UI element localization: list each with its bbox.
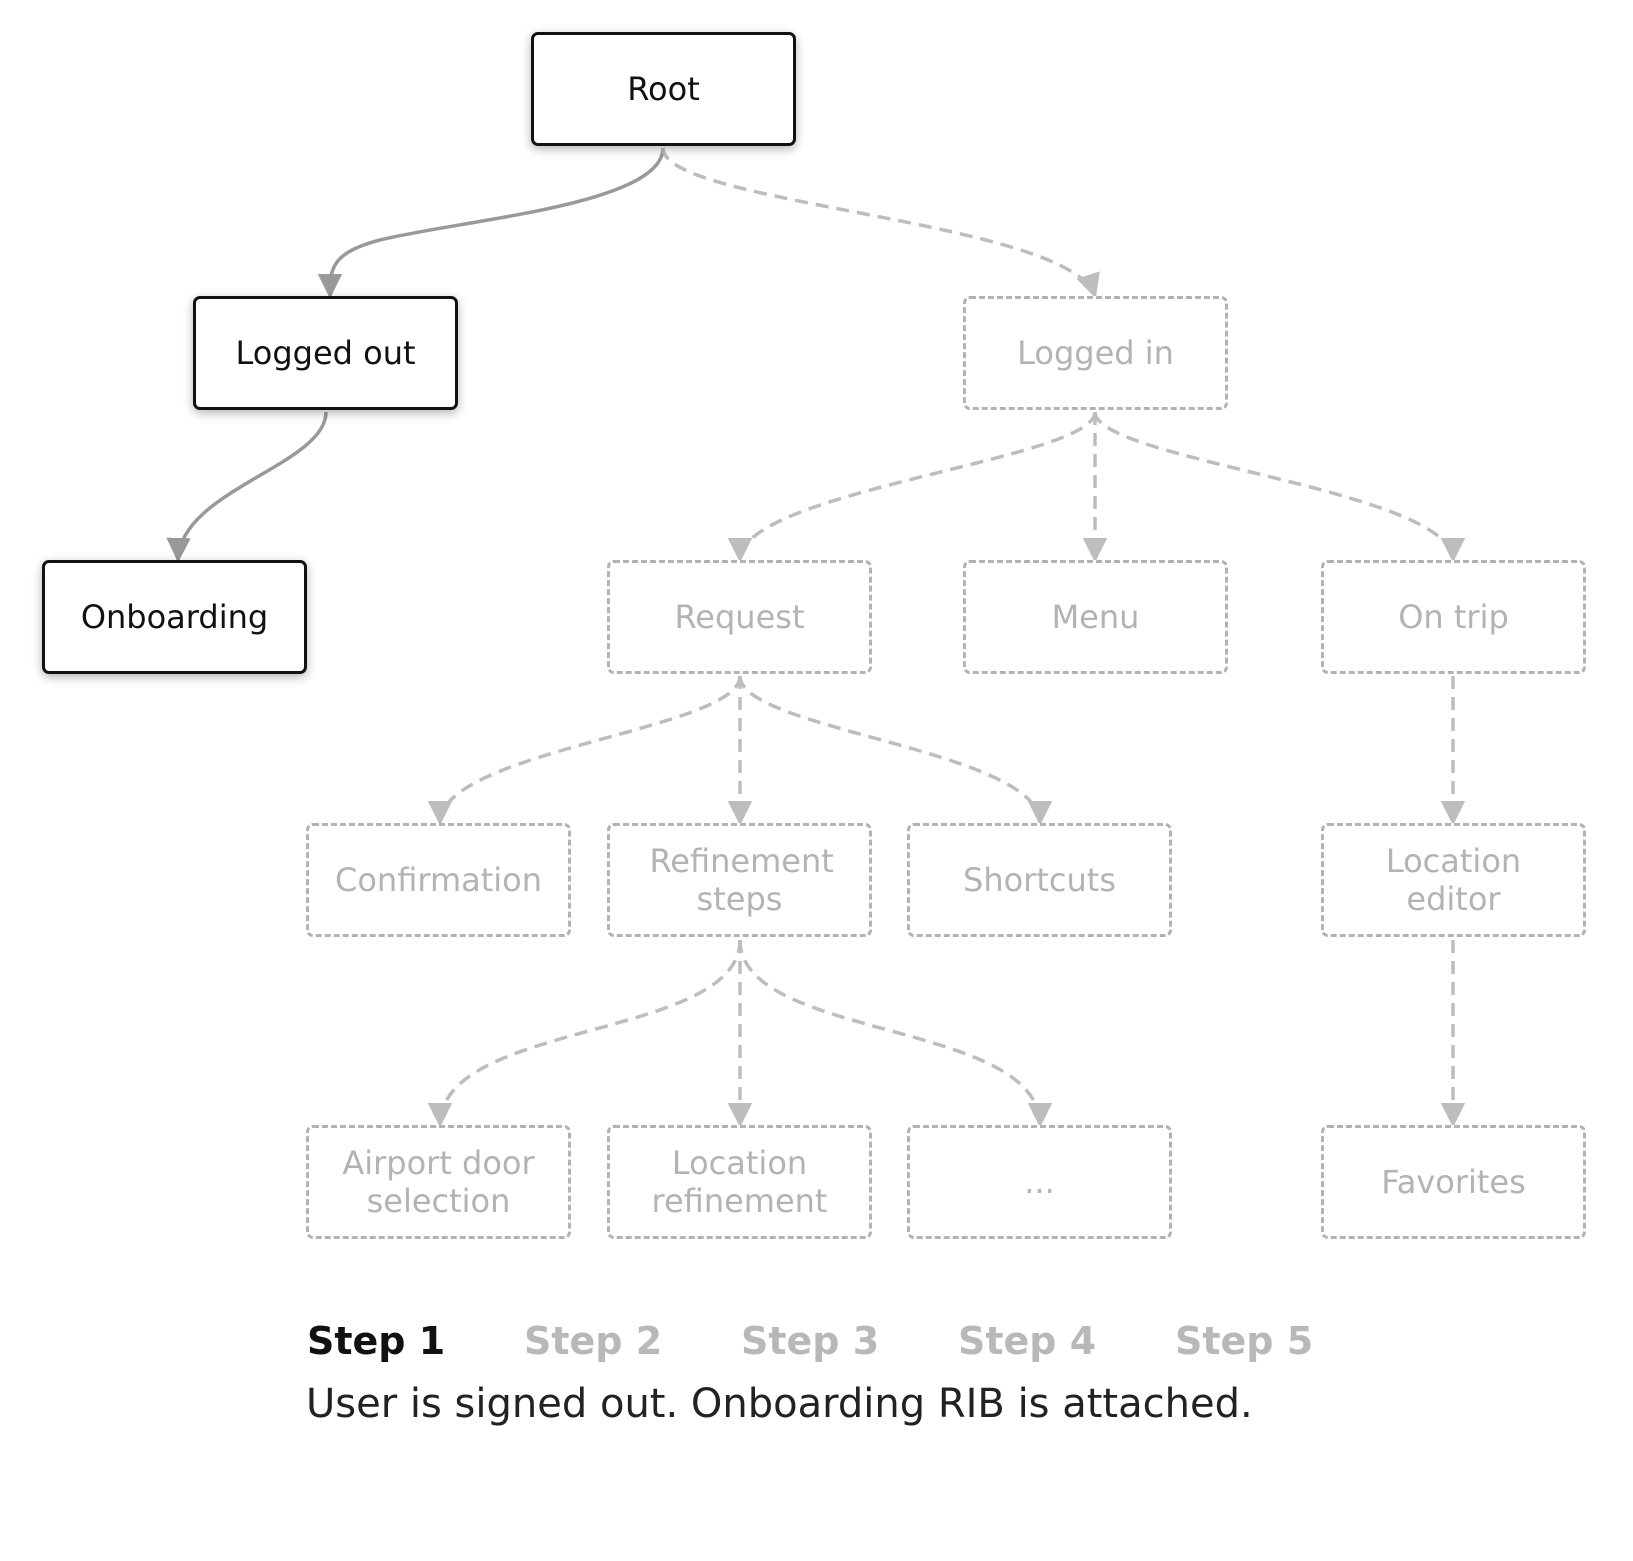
node-onboarding[interactable]: Onboarding — [42, 560, 307, 674]
edge-logged-in-request — [727, 411, 1097, 563]
edge-refinement-more — [738, 939, 1053, 1128]
step-4[interactable]: Step 4 — [958, 1319, 1097, 1363]
edge-logged-out-onboarding — [166, 411, 328, 563]
node-more-label: ... — [1024, 1163, 1055, 1201]
node-menu[interactable]: Menu — [963, 560, 1228, 674]
node-location-editor[interactable]: Location editor — [1321, 823, 1586, 937]
node-favorites[interactable]: Favorites — [1321, 1125, 1586, 1239]
node-confirmation[interactable]: Confirmation — [306, 823, 571, 937]
node-root[interactable]: Root — [531, 32, 796, 146]
node-airport-door-selection-label: Airport door selection — [342, 1144, 535, 1220]
node-refinement-steps-label: Refinement steps — [649, 842, 834, 918]
node-location-refinement[interactable]: Location refinement — [607, 1125, 872, 1239]
node-airport-door-selection[interactable]: Airport door selection — [306, 1125, 571, 1239]
node-onboarding-label: Onboarding — [80, 598, 269, 636]
node-location-refinement-label: Location refinement — [651, 1144, 828, 1220]
node-menu-label: Menu — [1051, 598, 1140, 636]
node-refinement-steps[interactable]: Refinement steps — [607, 823, 872, 937]
node-logged-in[interactable]: Logged in — [963, 296, 1228, 410]
edge-root-logged-out — [317, 147, 665, 299]
edge-refinement-airport — [427, 939, 742, 1128]
node-shortcuts[interactable]: Shortcuts — [907, 823, 1172, 937]
node-root-label: Root — [627, 70, 700, 108]
node-confirmation-label: Confirmation — [334, 861, 543, 899]
edge-logged-in-on-trip — [1093, 411, 1466, 563]
step-selector: Step 1 Step 2 Step 3 Step 4 Step 5 — [307, 1319, 1407, 1371]
edge-request-shortcuts — [738, 675, 1053, 826]
node-logged-out[interactable]: Logged out — [193, 296, 458, 410]
node-request[interactable]: Request — [607, 560, 872, 674]
node-request-label: Request — [674, 598, 805, 636]
node-favorites-label: Favorites — [1381, 1163, 1526, 1201]
node-on-trip[interactable]: On trip — [1321, 560, 1586, 674]
edge-request-confirmation — [427, 675, 742, 826]
node-logged-out-label: Logged out — [235, 334, 416, 372]
node-logged-in-label: Logged in — [1017, 334, 1174, 372]
node-more[interactable]: ... — [907, 1125, 1172, 1239]
step-caption: User is signed out. Onboarding RIB is at… — [306, 1381, 1253, 1427]
node-shortcuts-label: Shortcuts — [963, 861, 1116, 899]
step-5[interactable]: Step 5 — [1175, 1319, 1314, 1363]
step-2[interactable]: Step 2 — [524, 1319, 663, 1363]
step-3[interactable]: Step 3 — [741, 1319, 880, 1363]
step-1[interactable]: Step 1 — [307, 1319, 446, 1363]
node-on-trip-label: On trip — [1398, 598, 1509, 636]
edge-root-logged-in — [661, 147, 1100, 299]
node-location-editor-label: Location editor — [1385, 842, 1522, 918]
